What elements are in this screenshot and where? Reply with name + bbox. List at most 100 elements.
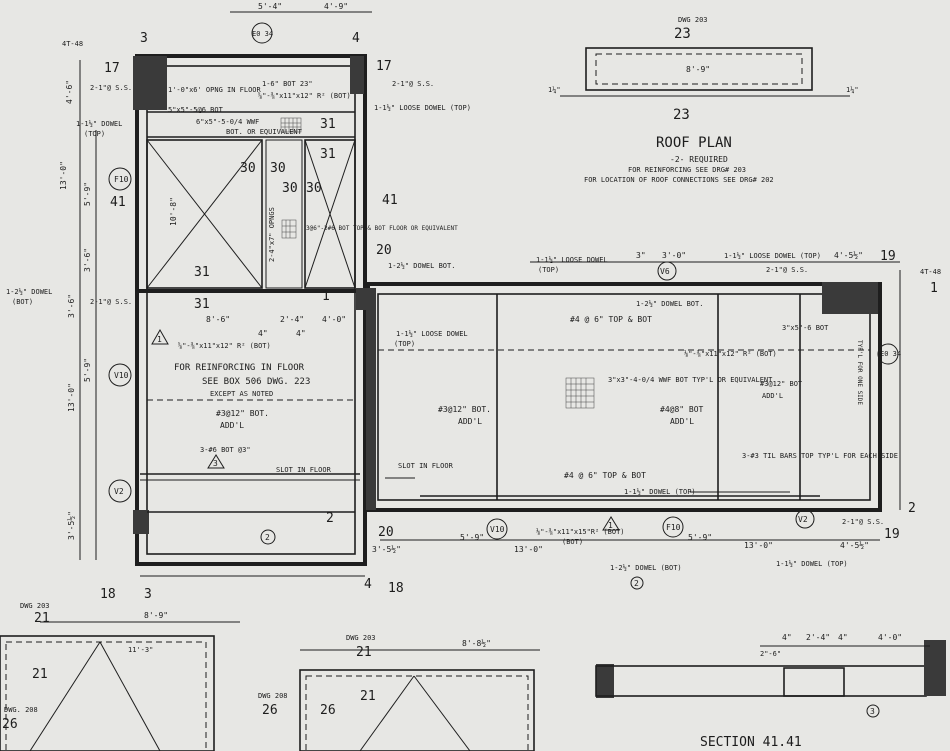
note-top-left: (TOP)	[84, 130, 105, 138]
mesh-patch-right	[565, 377, 595, 409]
mark-21-d: 21	[360, 689, 376, 704]
note-bot-1-6: 1-6" BOT 23"	[262, 80, 313, 88]
bubble-v2-right: V2	[798, 515, 808, 524]
roof-plan-note1: FOR REINFORCING SEE DRG# 203	[628, 166, 746, 174]
mesh-patch-left	[280, 117, 302, 239]
bubble-delta-1r: 1	[608, 521, 613, 530]
bubble-e034-right: E0 34	[880, 350, 901, 358]
mark-3-top: 3	[140, 31, 148, 46]
dwg-203-label-top: DWG 203	[678, 16, 708, 24]
note-angle-8: ⅝"-⅜"x11"x12" R² (BOT)	[258, 91, 351, 100]
bubble-v2-left: V2	[114, 487, 124, 496]
section-dim-4a: 4"	[782, 633, 792, 642]
note-sc-left: 4T-48	[62, 40, 83, 48]
circle-2r	[630, 576, 644, 590]
bubble-delta-2: 2	[265, 533, 270, 542]
dim-r-3-0: 3'-0"	[662, 251, 686, 260]
note-wwf-bot: 3"x3"-4-0/4 WWF BOT TYP'L OR EQUIVALENT	[608, 376, 773, 384]
note-angle-8-mid: ⅝"-⅜"x11"x12" R² (BOT)	[178, 341, 271, 350]
dim-left-3-6-b: 3'-6"	[67, 294, 76, 318]
bubble-f10-right: F10	[666, 523, 681, 532]
note-bot-under: (BOT)	[562, 538, 583, 546]
detail-21-mid-diag1	[359, 675, 415, 751]
mark-1-mid: 1	[322, 289, 330, 304]
dim-mid-4-b: 4"	[296, 329, 306, 338]
detail-21-mid-diag2	[413, 675, 471, 751]
dwg-203-bottom-left: DWG 203	[20, 602, 50, 610]
bottom-details	[0, 621, 946, 751]
bubble-delta-2r: 2	[634, 579, 639, 588]
mark-41-left: 41	[110, 195, 126, 210]
circle-section-3	[866, 704, 880, 718]
mark-30-b: 30	[270, 161, 286, 176]
bubble-f10: F10	[114, 175, 129, 184]
bubble-v10-right: V10	[490, 525, 505, 534]
mark-31-d: 31	[194, 297, 210, 312]
note-top-mid: (TOP)	[538, 266, 559, 274]
section-dim-4b: 4"	[838, 633, 848, 642]
dim-r-3-512: 3'-5½"	[372, 544, 401, 554]
section-right-wall	[924, 640, 946, 696]
roof-plan-inner	[595, 53, 803, 85]
dim-left-4-6: 4'-6"	[65, 80, 74, 104]
note-addl-r3: ADD'L	[762, 392, 783, 400]
mark-21-a: 21	[34, 611, 50, 626]
detail-21-mid-inner	[305, 675, 529, 751]
left-plan-corner-tr	[350, 56, 364, 94]
left-plan-corner-bl	[133, 510, 149, 534]
circle-v10-right	[486, 518, 508, 540]
mark-30-c: 30	[282, 181, 298, 196]
detail-21-left	[0, 635, 215, 751]
dim-r-5-9-b: 5'-9"	[688, 533, 712, 542]
note-wwf-4: 6"x5"-5-0/4 WWF	[196, 118, 259, 126]
mark-21-b: 21	[32, 667, 48, 682]
detail-21-left-inner	[5, 641, 207, 751]
mark-20-mid: 20	[376, 243, 392, 258]
dim-8-812: 8'-8½"	[462, 638, 491, 648]
mark-17-left: 17	[104, 61, 120, 76]
triangle-3	[207, 454, 225, 469]
circle-v10-left	[108, 363, 132, 387]
dim-mid-8-6: 8'-6"	[206, 315, 230, 324]
mark-4-top: 4	[352, 31, 360, 46]
note-bot-equiv: BOT. OR EQUIVALENT	[226, 128, 303, 136]
circle-e034-right	[877, 343, 899, 365]
bubble-e034-top: E0 34	[252, 30, 273, 38]
bubble-v10-left: V10	[114, 371, 129, 380]
note-ss-left2: 2-1"@ S.S.	[90, 84, 132, 92]
mark-23-top: 23	[674, 26, 691, 42]
note-bar-3-12-r: #3@12" BOT	[760, 380, 803, 388]
dim-left-13-0-a: 13'-0"	[59, 161, 68, 190]
note-dowel-left2: 1-2½" DOWEL	[6, 288, 52, 296]
bubble-v6: V6	[660, 267, 670, 276]
dim-114-left: 1¼"	[548, 86, 561, 94]
dim-left-13-0-b: 13'-0"	[67, 383, 76, 412]
dim-114-right: 1¼"	[846, 86, 859, 94]
mark-21-c: 21	[356, 645, 372, 660]
note-addl-r: ADD'L	[458, 417, 482, 426]
note-slot-floor: SLOT IN FLOOR	[276, 466, 332, 474]
panel-center	[265, 139, 303, 289]
circle-v2-left	[108, 479, 132, 503]
note-opng-floor: 1'-0"x6' OPNG IN FLOOR	[168, 86, 262, 94]
section-dim-4-0: 4'-0"	[878, 633, 902, 642]
section-pit	[783, 667, 845, 697]
dwg-208-bottom-left: DWG. 208	[4, 706, 38, 714]
section-title: SECTION 41.41	[700, 735, 802, 750]
note-dowel-top-b: 1-1½" DOWEL (TOP)	[624, 488, 696, 496]
note-addl: ADD'L	[220, 421, 244, 430]
dim-left-5-9-a: 5'-9"	[83, 182, 92, 206]
circle-f10	[108, 167, 132, 191]
dim-r-5-9-a: 5'-9"	[460, 533, 484, 542]
roof-plan-note2: FOR LOCATION OF ROOF CONNECTIONS SEE DRG…	[584, 176, 774, 184]
note-bot-left: (BOT)	[12, 298, 33, 306]
dwg-208-bottom-mid: DWG 208	[258, 692, 288, 700]
mark-17-right: 17	[376, 59, 392, 74]
circle-e034-top	[251, 22, 273, 44]
dim-8-9-bottom: 8'-9"	[144, 611, 168, 620]
detail-21-left-diag2	[99, 641, 161, 751]
section-left-wall	[596, 664, 614, 698]
note-bot-r: (TOP)	[394, 340, 415, 348]
